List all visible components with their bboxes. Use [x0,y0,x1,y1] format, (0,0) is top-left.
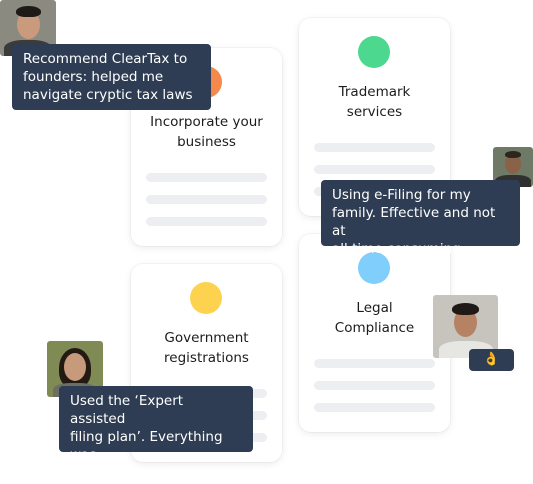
card-dot-yellow [190,282,222,314]
placeholder-bar [314,165,435,174]
card-dot-blue [358,252,390,284]
reaction-chip: 👌 [469,349,514,371]
placeholder-bar [314,143,435,152]
card-dot-green [358,36,390,68]
card-title: Legal Compliance [334,300,415,336]
placeholder-bar [146,217,267,226]
card-title: Incorporate your business [150,114,263,150]
testimonial-bubble: Recommend ClearTax to founders: helped m… [12,44,211,110]
testimonial-bubble: Using e-Filing for my family. Effective … [321,180,520,257]
placeholder-bar [146,195,267,204]
testimonial-bubble: Used the ‘Expert assisted filing plan’. … [59,386,253,481]
card-title: Government registrations [164,330,249,366]
placeholder-bar [314,359,435,368]
placeholder-bar [314,381,435,390]
placeholder-bar [146,173,267,182]
placeholder-bar [314,403,435,412]
avatar [433,295,498,358]
card-title: Trademark services [338,84,411,120]
service-card-legal[interactable]: Legal Compliance [299,234,450,432]
